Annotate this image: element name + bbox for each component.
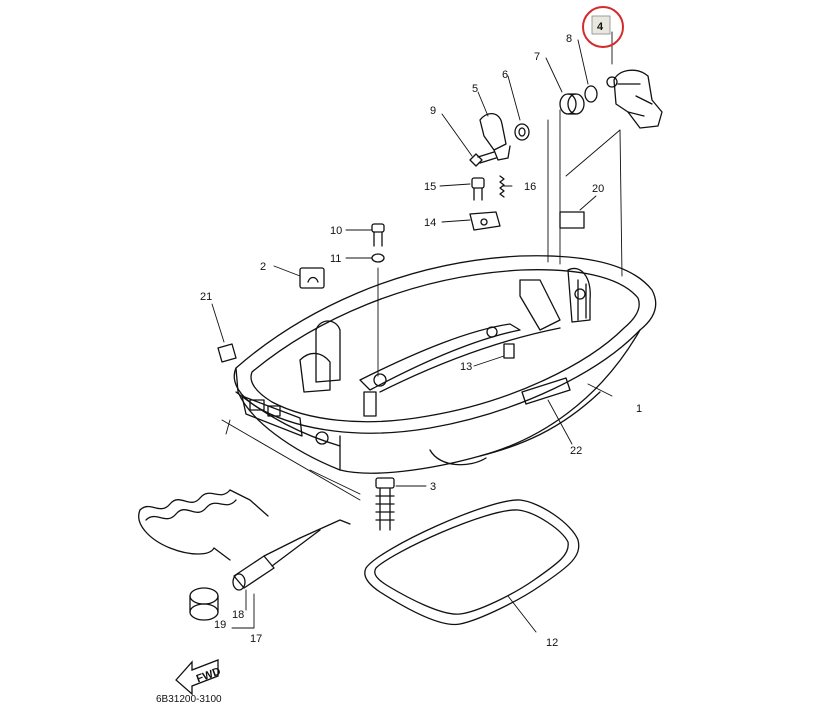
part-number-3[interactable]: 3 xyxy=(430,481,436,493)
part-number-8[interactable]: 8 xyxy=(566,33,572,45)
bushing-part-7 xyxy=(559,93,585,115)
part-number-2[interactable]: 2 xyxy=(260,261,266,273)
kill-switch-part-18 xyxy=(232,519,351,591)
part-4-tag xyxy=(591,15,611,35)
part-number-20[interactable]: 20 xyxy=(592,183,604,195)
part-number-labels: 1 2 3 4 5 6 7 8 9 10 11 12 13 14 15 16 1… xyxy=(200,21,642,649)
decal-20 xyxy=(559,211,585,229)
spring-part-16 xyxy=(499,175,505,198)
grommet-part-13 xyxy=(503,343,515,359)
part-number-1[interactable]: 1 xyxy=(636,403,642,415)
ring-part-8 xyxy=(584,85,598,103)
bolt-part-10 xyxy=(371,223,385,247)
seal-part-12 xyxy=(364,499,580,626)
plate-part-14 xyxy=(469,211,501,231)
lanyard-coil xyxy=(138,489,269,561)
leader-lines xyxy=(211,31,623,633)
drawing-code: 6B31200-3100 xyxy=(156,694,222,705)
bolt-part-9 xyxy=(469,151,497,167)
part-number-22[interactable]: 22 xyxy=(570,445,582,457)
washer-part-6 xyxy=(514,123,530,141)
part-number-14[interactable]: 14 xyxy=(424,217,436,229)
cap-part-19 xyxy=(189,587,219,621)
part-number-9[interactable]: 9 xyxy=(430,105,436,117)
part-number-21[interactable]: 21 xyxy=(200,291,212,303)
part-number-15[interactable]: 15 xyxy=(424,181,436,193)
part-number-12[interactable]: 12 xyxy=(546,637,558,649)
part-number-6[interactable]: 6 xyxy=(502,69,508,81)
clip-part-5 xyxy=(479,113,511,161)
lever-part-4 xyxy=(606,69,663,129)
part-number-16[interactable]: 16 xyxy=(524,181,536,193)
plug-part-3 xyxy=(375,477,395,531)
part-number-19[interactable]: 19 xyxy=(214,619,226,631)
lower-cowling-drawing xyxy=(233,255,657,474)
part-number-11[interactable]: 11 xyxy=(330,253,341,265)
part-number-5[interactable]: 5 xyxy=(472,83,478,95)
part-number-17[interactable]: 17 xyxy=(250,633,262,645)
part-number-18[interactable]: 18 xyxy=(232,609,244,621)
part-number-7[interactable]: 7 xyxy=(534,51,540,63)
screw-part-15 xyxy=(471,177,485,201)
label-plate-21 xyxy=(217,343,237,363)
part-number-10[interactable]: 10 xyxy=(330,225,342,237)
part-number-13[interactable]: 13 xyxy=(460,361,472,373)
washer-part-11 xyxy=(371,253,385,263)
fwd-arrow-icon: FWD xyxy=(175,659,222,696)
highlight-circle xyxy=(582,6,624,48)
bracket-part-2 xyxy=(299,267,325,289)
part-number-4[interactable]: 4 xyxy=(597,21,604,33)
